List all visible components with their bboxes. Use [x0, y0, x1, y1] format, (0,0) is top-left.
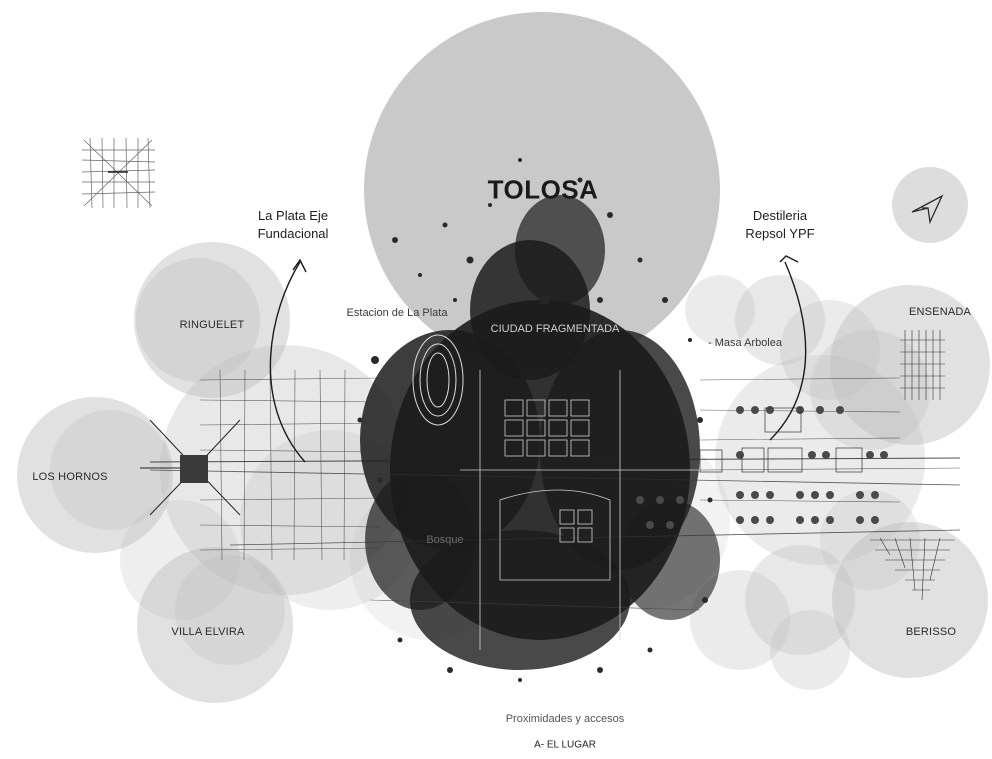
berisso-hatch [870, 537, 955, 601]
place-villa-elvira: VILLA ELVIRA [171, 626, 245, 638]
los-hornos-hub [140, 419, 241, 516]
estacion-label: Estacion de La Plata [346, 307, 448, 319]
ciudad-label: CIUDAD FRAGMENTADA [490, 323, 620, 335]
la-plata-line1: La Plata Eje [257, 208, 329, 223]
north-arrow-icon [911, 194, 944, 225]
right-blocks [699, 407, 863, 473]
caption: Proximidades y accesos [505, 713, 625, 725]
la-plata-annotation: La Plata Eje Fundacional [258, 207, 329, 243]
place-los-hornos: LOS HORNOS [32, 471, 108, 483]
place-ringuelet: RINGUELET [179, 319, 245, 331]
map-title: TOLOSA [487, 174, 599, 205]
footer-label: A- EL LUGAR [534, 739, 596, 751]
la-plata-line2: Fundacional [257, 226, 329, 241]
la-plata-arrow [269, 258, 307, 463]
street-grid-icon [81, 137, 156, 209]
north-arrow-backdrop [892, 167, 968, 243]
bosque-label: Bosque [426, 534, 464, 546]
ink-splatter [357, 158, 713, 682]
place-berisso: BERISSO [905, 626, 957, 638]
tolosa-circle [364, 12, 720, 368]
tree-dots [636, 406, 888, 529]
city-blocks [460, 370, 700, 650]
masa-label: - Masa Arbolea [708, 337, 782, 349]
destileria-arrow [769, 255, 807, 441]
destileria-line1: Destileria [752, 208, 808, 223]
destileria-line2: Repsol YPF [745, 226, 815, 241]
station-oval [412, 334, 464, 426]
destileria-annotation: Destileria Repsol YPF [745, 207, 814, 243]
place-ensenada: ENSENADA [908, 306, 972, 318]
ensenada-hatch [900, 330, 945, 400]
